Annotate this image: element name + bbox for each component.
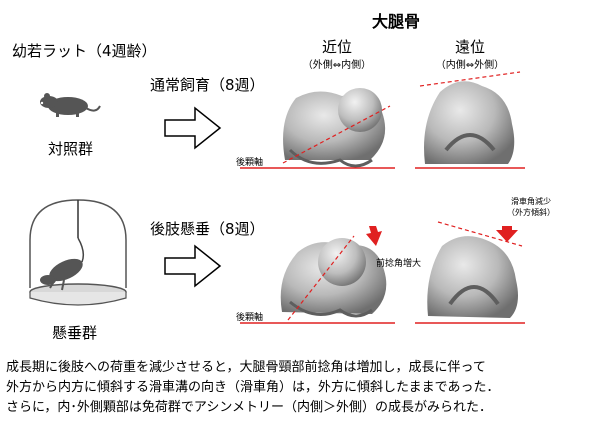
axis-line bbox=[282, 105, 391, 164]
anteversion-label: 前捻角増大 bbox=[376, 259, 422, 269]
axis-line bbox=[287, 235, 355, 321]
suspended-treatment: 後肢懸垂（8週） bbox=[150, 220, 265, 238]
view-label-distal: 遠位 bbox=[454, 38, 485, 56]
axis-line bbox=[437, 221, 523, 247]
control-treatment: 通常飼育（8週） bbox=[150, 76, 265, 94]
view-sub-proximal: （外側⇔内側） bbox=[302, 60, 372, 71]
right-arrow-icon bbox=[164, 106, 222, 150]
figure-caption: 成長期に後肢への荷重を減少させると，大腿骨頸部前捻角は増加し，成長に伴って 外方… bbox=[6, 358, 598, 418]
caption-line: さらに，内･外側顆部は免荷群でアシンメトリー（内側＞外側）の成長がみられた． bbox=[6, 400, 492, 415]
hanging-rat-cage-icon bbox=[29, 199, 127, 306]
view-label-proximal: 近位 bbox=[321, 38, 352, 56]
figure-title: 大腿骨 bbox=[372, 12, 421, 31]
trochlear-label: 滑車角減少 （外方傾斜） bbox=[476, 196, 586, 218]
caption-line: 外方から内方に傾斜する滑車溝の向き（滑車角）は，外方に傾斜したままであった． bbox=[6, 380, 500, 395]
subject-label: 幼若ラット（4週齢） bbox=[12, 42, 157, 60]
trochlear-label-line1: 滑車角減少 bbox=[511, 197, 551, 206]
bone-render bbox=[424, 81, 515, 164]
view-sub-distal: （内側⇔外側） bbox=[435, 60, 505, 71]
bone-render bbox=[283, 88, 386, 168]
bone-render bbox=[280, 238, 387, 318]
caption-line: 成長期に後肢への荷重を減少させると，大腿骨頸部前捻角は増加し，成長に伴って bbox=[6, 360, 486, 375]
trochlear-arrow-icon bbox=[496, 226, 518, 242]
trochlear-label-line2: （外方傾斜） bbox=[507, 208, 555, 217]
condylar-axis-label: 後顆軸 bbox=[236, 158, 264, 168]
suspended-group-label: 懸垂群 bbox=[52, 324, 98, 342]
condylar-axis-label: 後顆軸 bbox=[236, 313, 264, 323]
right-arrow-icon bbox=[164, 244, 222, 288]
anteversion-arrow-icon bbox=[366, 226, 382, 246]
bone-render bbox=[427, 236, 518, 318]
axis-line bbox=[419, 71, 521, 87]
control-group-label: 対照群 bbox=[48, 140, 94, 158]
rat-icon bbox=[40, 93, 101, 117]
